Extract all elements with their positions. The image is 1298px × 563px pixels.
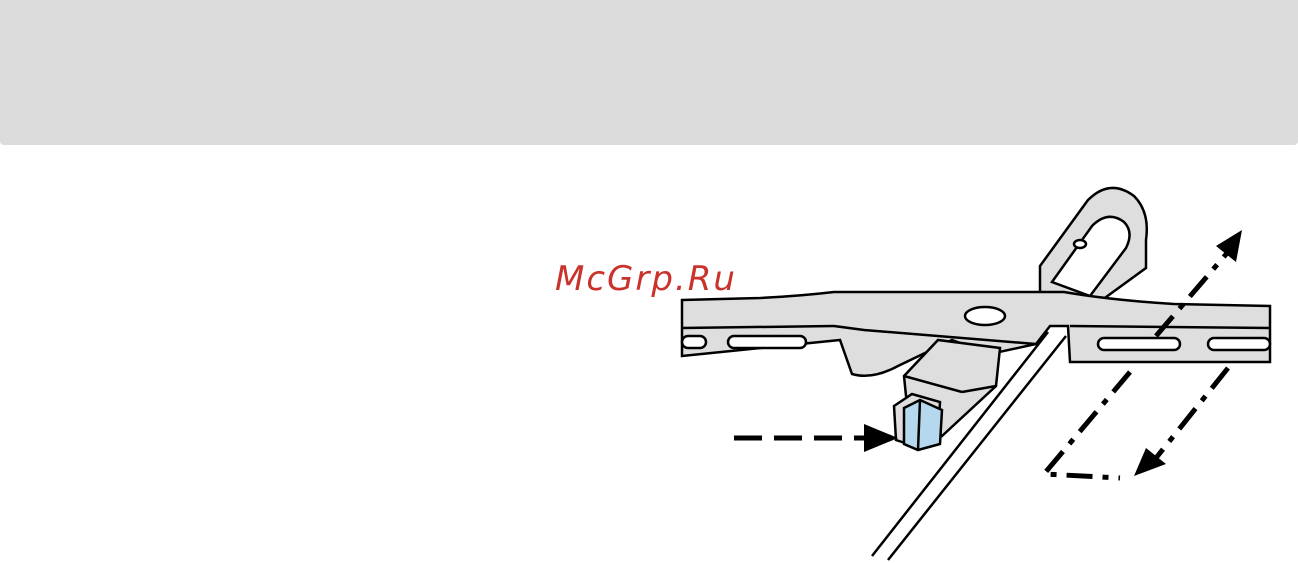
blade-insert-tab	[894, 394, 942, 450]
arm-bracket	[1040, 188, 1147, 300]
insert-direction-arrow	[734, 424, 898, 452]
watermark: McGrp.Ru	[555, 262, 737, 296]
